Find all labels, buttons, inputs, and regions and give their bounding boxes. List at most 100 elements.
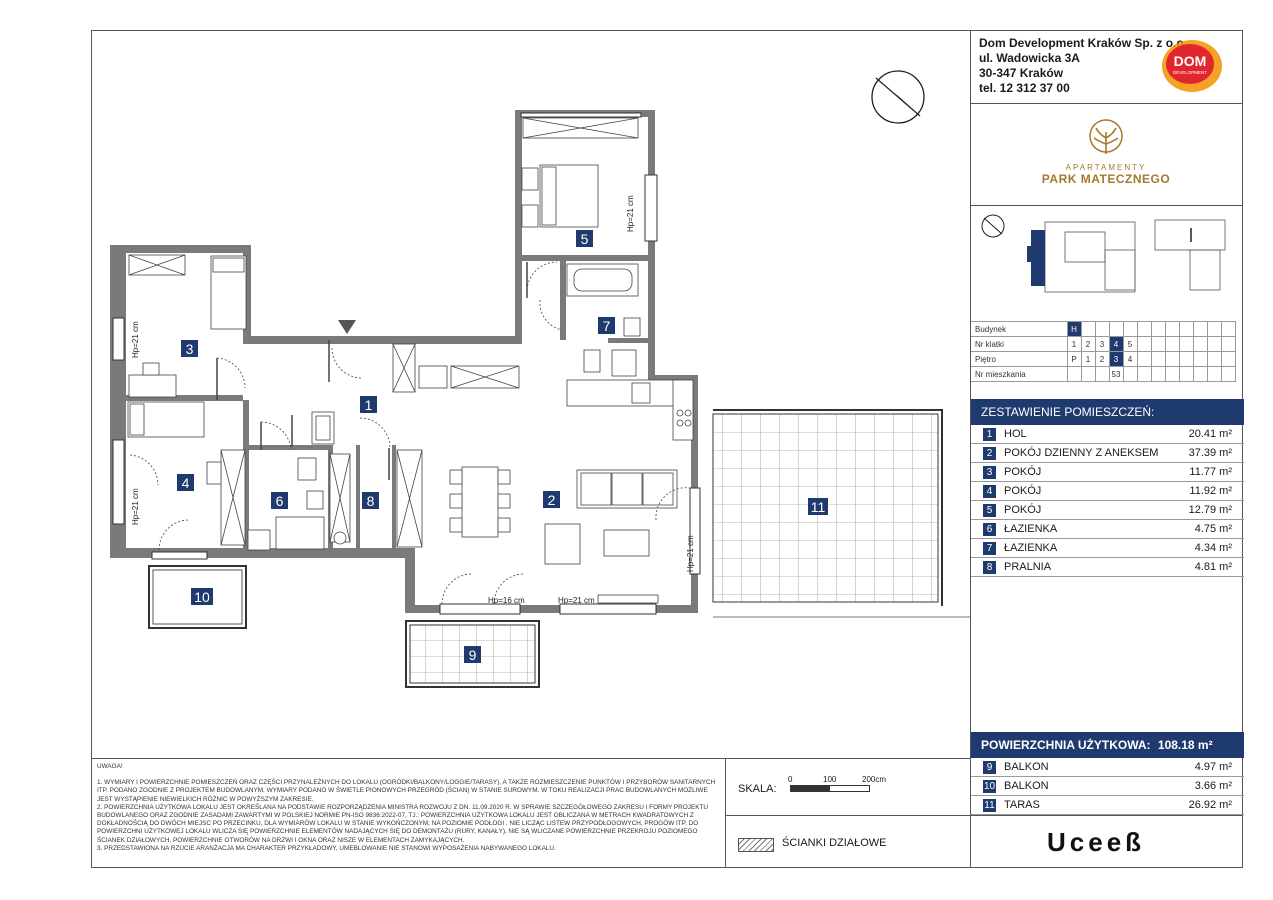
room-row: 8 PRALNIA 4.81 m² xyxy=(971,558,1244,577)
room-name: BALKON xyxy=(1004,761,1049,773)
info-cell: 2 xyxy=(1094,351,1110,367)
scale-tick-0: 0 xyxy=(788,775,793,784)
info-cell xyxy=(1206,336,1222,352)
info-cell xyxy=(1178,366,1194,382)
room-name: ŁAZIENKA xyxy=(1004,542,1058,554)
scale-legend-box: SKALA: 0 100 200cm ŚCIANKI DZIAŁOWE xyxy=(725,758,970,868)
info-cell xyxy=(1164,336,1180,352)
room-name: POKÓJ xyxy=(1004,504,1042,516)
partition-legend-label: ŚCIANKI DZIAŁOWE xyxy=(782,837,887,849)
company-address: Dom Development Kraków Sp. z o.o. ul. Wa… xyxy=(979,36,1187,96)
info-cell: 2 xyxy=(1080,336,1096,352)
door-leaves xyxy=(216,262,528,480)
room-area: 11.77 m² xyxy=(1189,466,1232,478)
room-labels: 3 1 4 6 8 2 5 7 11 9 10 xyxy=(177,230,828,663)
info-row-label: Budynek xyxy=(971,321,1068,337)
company-name: Dom Development Kraków Sp. z o.o. xyxy=(979,36,1188,50)
info-cell xyxy=(1136,336,1152,352)
ucees-logo: Uceeß xyxy=(1047,827,1146,857)
hp-label-room5: Hp=21 cm xyxy=(626,195,635,232)
room-5-furniture xyxy=(521,117,639,228)
room-label-5: 5 xyxy=(581,231,589,247)
company-street: ul. Wadowicka 3A xyxy=(979,51,1080,65)
site-key-plan xyxy=(981,214,1226,293)
info-row-label: Piętro xyxy=(971,351,1068,367)
rooms-header: ZESTAWIENIE POMIESZCZEŃ: xyxy=(971,399,1244,425)
info-row-label: Nr klatki xyxy=(971,336,1068,352)
room-name: POKÓJ DZIENNY Z ANEKSEM xyxy=(1004,447,1159,459)
room-number: 10 xyxy=(983,780,996,793)
info-cell: 5 xyxy=(1122,336,1138,352)
usable-area-bar: POWIERZCHNIA UŻYTKOWA: 108.18 m² xyxy=(971,732,1244,758)
room-area: 26.92 m² xyxy=(1188,799,1232,811)
info-cell xyxy=(1108,321,1124,337)
scale-bar xyxy=(790,785,870,792)
info-cell: 4 xyxy=(1108,336,1124,352)
info-cell xyxy=(1066,366,1082,382)
room-label-10: 10 xyxy=(194,589,210,605)
info-cell xyxy=(1136,366,1152,382)
info-cell xyxy=(1178,321,1194,337)
room-number: 3 xyxy=(983,466,996,479)
info-cell xyxy=(1150,351,1166,367)
info-cell: P xyxy=(1066,351,1082,367)
info-cell xyxy=(1220,351,1236,367)
note-3: 3. PRZEDSTAWIONA NA RZUCIE ARANŻACJA MA … xyxy=(97,844,556,852)
info-cell: 53 xyxy=(1108,366,1124,382)
room-label-3: 3 xyxy=(186,341,194,357)
bathroom-7-furniture xyxy=(566,263,641,377)
info-cell: 4 xyxy=(1122,351,1138,367)
room-number: 9 xyxy=(983,761,996,774)
hp-label-living-window: Hp=21 cm xyxy=(558,596,595,605)
scale-tick-200: 200cm xyxy=(862,775,887,784)
room-area: 11.92 m² xyxy=(1189,485,1232,497)
room-area: 37.39 m² xyxy=(1188,447,1232,459)
room-area: 20.41 m² xyxy=(1188,428,1232,440)
room-number: 4 xyxy=(983,485,996,498)
partition-hatch-swatch xyxy=(738,838,774,852)
info-cell: 1 xyxy=(1080,351,1096,367)
tree-logo-icon xyxy=(1089,119,1123,154)
info-cell xyxy=(1150,366,1166,382)
project-name: PARK MATECZNEGO xyxy=(1041,172,1171,186)
info-row: Nr mieszkania 53 xyxy=(971,366,1236,382)
info-cell xyxy=(1136,351,1152,367)
interior-partitions xyxy=(126,255,650,550)
room-area: 4.81 m² xyxy=(1194,561,1232,573)
room-number: 1 xyxy=(983,428,996,441)
room-area: 4.97 m² xyxy=(1194,761,1232,773)
room-row: 1 HOL 20.41 m² xyxy=(971,425,1244,444)
room-row: 3 POKÓJ 11.77 m² xyxy=(971,463,1244,482)
room-number: 7 xyxy=(983,542,996,555)
project-subtitle: APARTAMENTY xyxy=(1065,163,1147,172)
info-cell xyxy=(1150,336,1166,352)
info-row-label: Nr mieszkania xyxy=(971,366,1068,382)
height-labels: Hp=21 cm Hp=21 cm Hp=21 cm Hp=21 cm Hp=1… xyxy=(131,195,695,605)
room-name: ŁAZIENKA xyxy=(1004,523,1058,535)
floor-plan: 3 1 4 6 8 2 5 7 11 9 10 Hp=21 cm Hp=21 c… xyxy=(110,70,970,688)
room-label-7: 7 xyxy=(603,318,611,334)
room-name: PRALNIA xyxy=(1004,561,1052,573)
room-name: POKÓJ xyxy=(1004,466,1042,478)
bathroom-6-furniture xyxy=(247,411,423,551)
info-cell xyxy=(1094,366,1110,382)
info-cell xyxy=(1164,351,1180,367)
drawing-sheet xyxy=(91,30,1243,868)
windows xyxy=(112,112,701,615)
info-cell xyxy=(1192,336,1208,352)
room-number: 6 xyxy=(983,523,996,536)
scale-label: SKALA: xyxy=(738,783,777,795)
info-cell xyxy=(1220,321,1236,337)
room-number: 8 xyxy=(983,561,996,574)
company-phone: tel. 12 312 37 00 xyxy=(979,81,1070,95)
room-label-6: 6 xyxy=(276,493,284,509)
hp-label-room4: Hp=21 cm xyxy=(131,488,140,525)
living-room-furniture xyxy=(449,466,678,604)
room-name: HOL xyxy=(1004,428,1027,440)
